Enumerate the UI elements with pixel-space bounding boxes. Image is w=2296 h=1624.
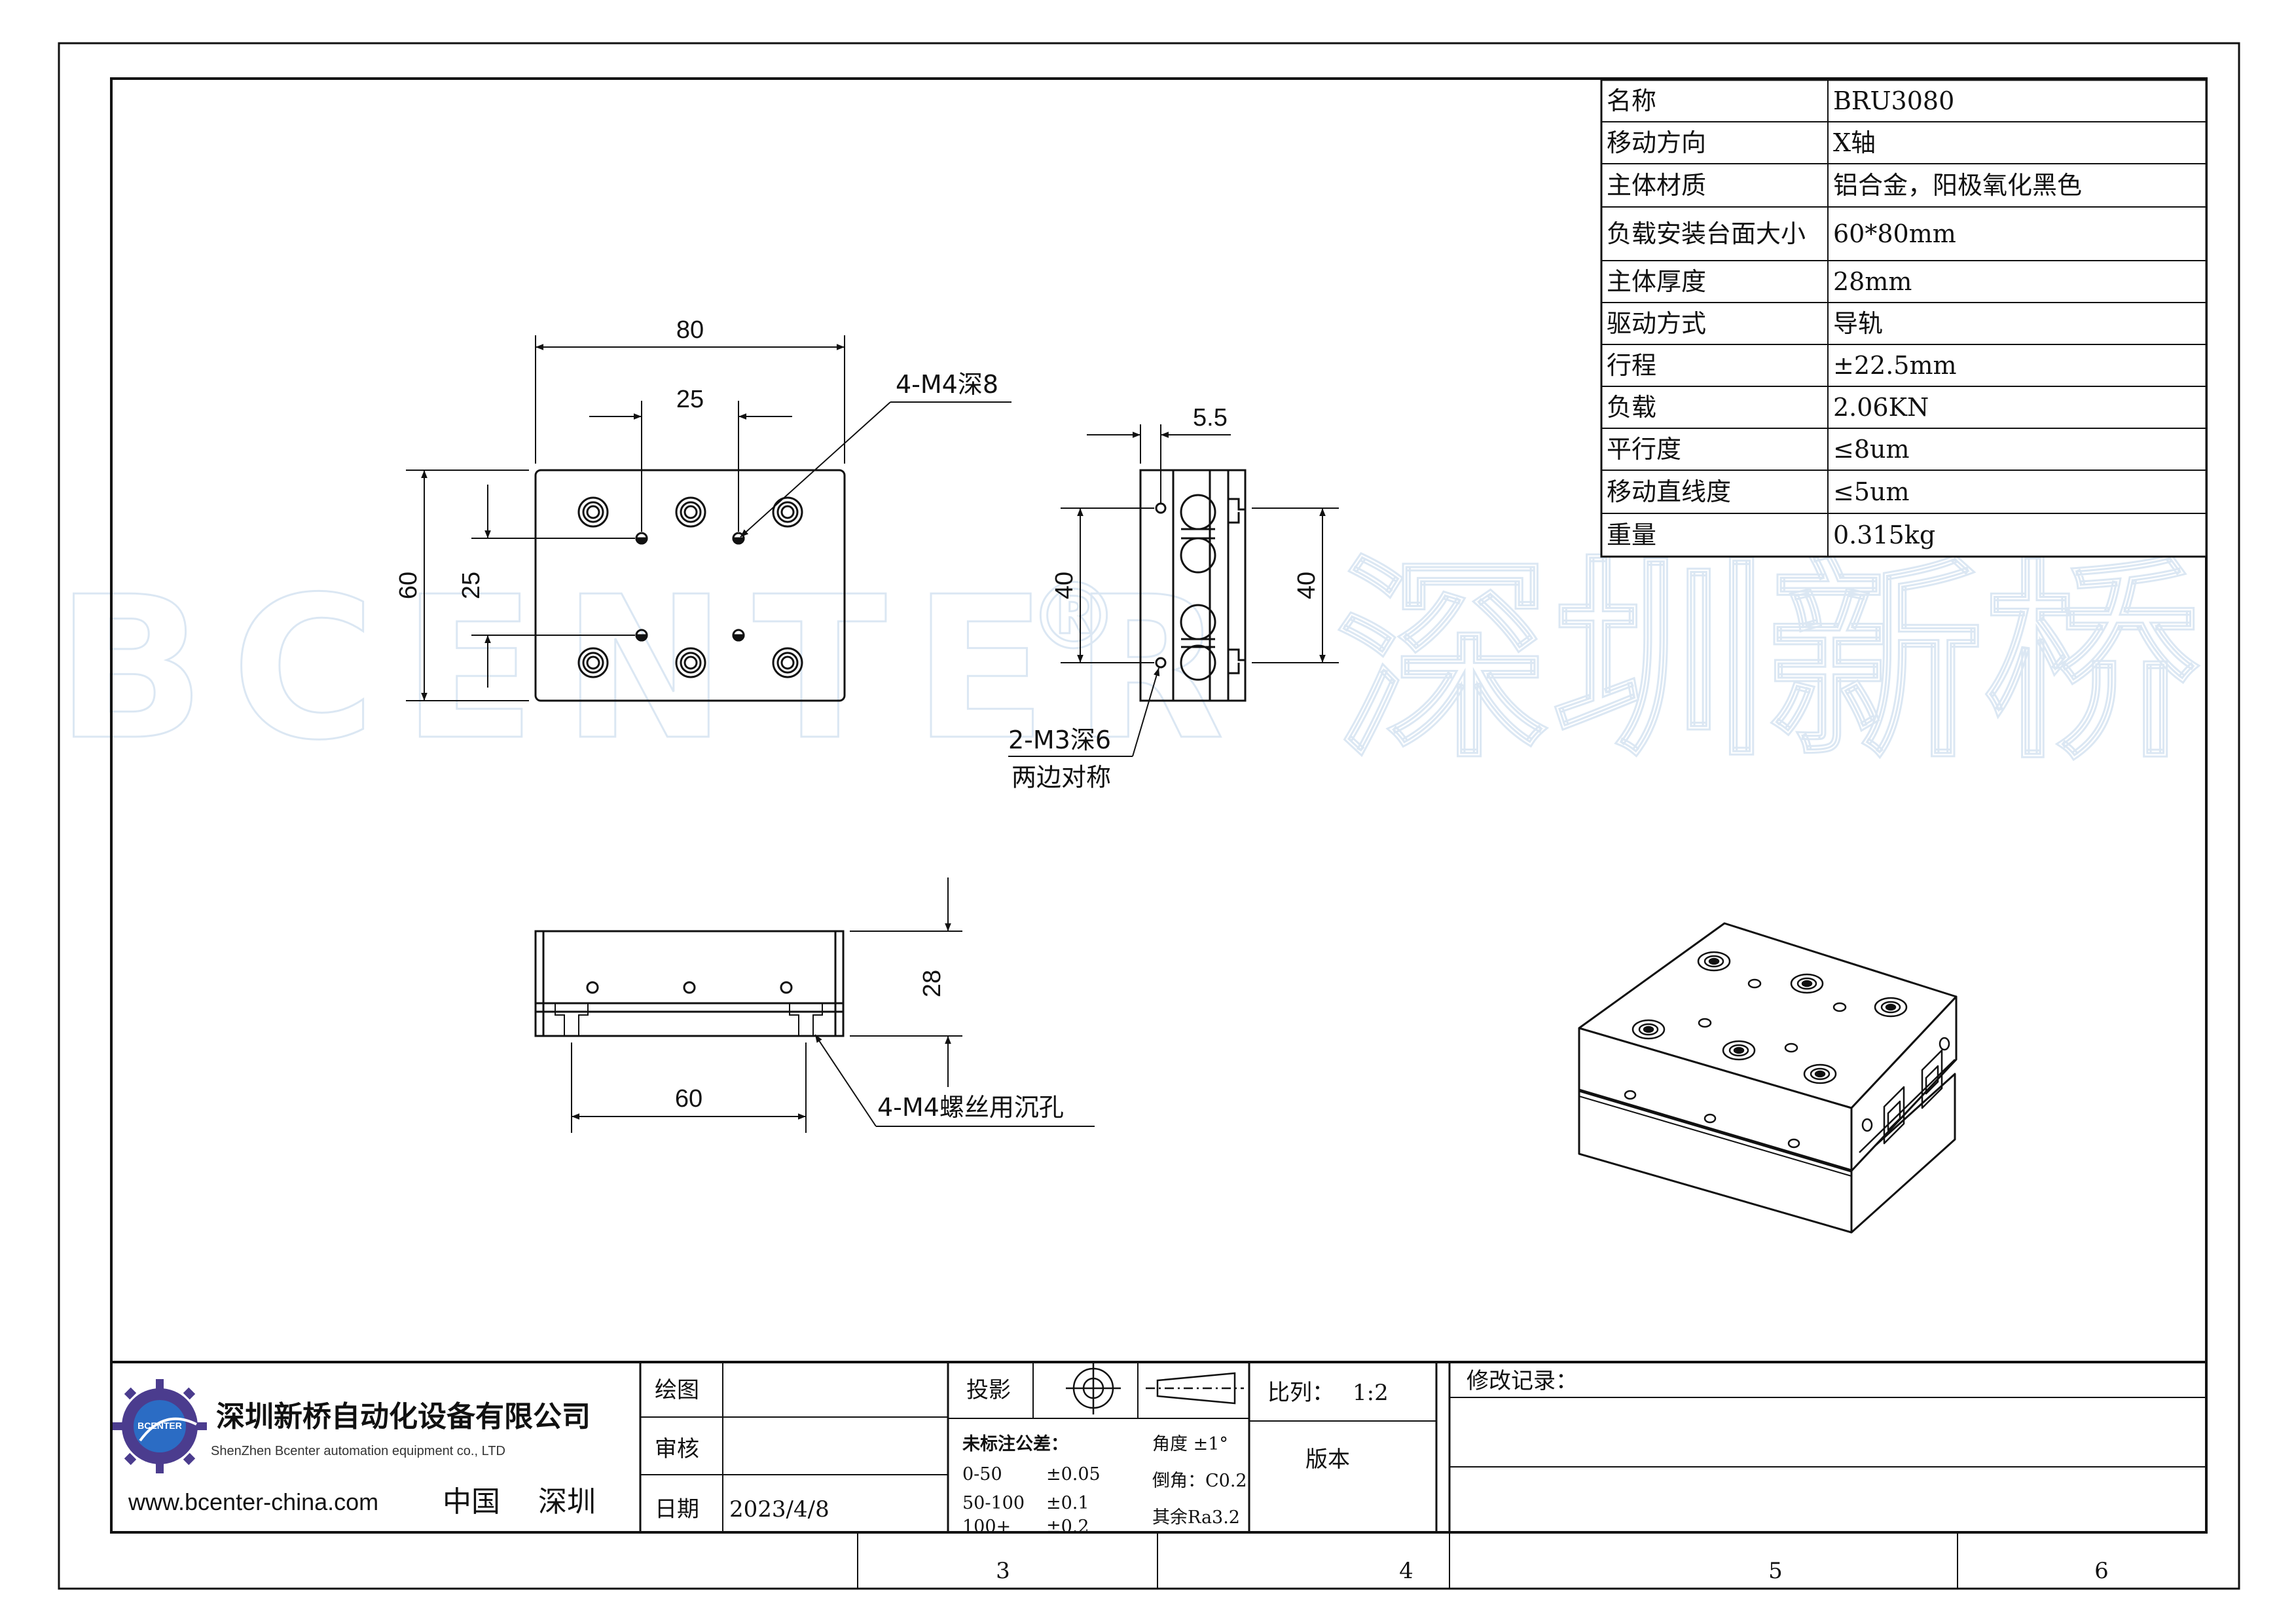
zone-4: 4 (1399, 1558, 1413, 1584)
dim-spacing-60: 60 (675, 1085, 702, 1113)
spec-row: 驱动方式 导轨 (1607, 309, 1883, 338)
dim-thickness-28: 28 (919, 970, 946, 997)
tol-value-0: ±0.05 (1046, 1464, 1101, 1485)
dim-hole-spacing-25: 25 (676, 386, 704, 413)
callout-symmetric: 两边对称 (1011, 763, 1111, 792)
dim-height-60: 60 (395, 572, 422, 599)
watermark-brand: BCENTER (56, 555, 1250, 783)
spec-label: 主体材质 (1607, 171, 1706, 200)
date-label: 日期 (655, 1496, 699, 1522)
spec-label: 负载 (1607, 393, 1656, 422)
logo-text: BCENTER (137, 1420, 182, 1431)
side-view (1008, 424, 1339, 757)
spec-label: 驱动方式 (1607, 309, 1706, 338)
spec-value: ≤8um (1833, 435, 1910, 464)
company-name-en: ShenZhen Bcenter automation equipment co… (211, 1444, 505, 1458)
watermark: BCENTER ® 深圳新桥 (55, 536, 2201, 789)
spec-row: 重量 0.315kg (1607, 521, 1935, 549)
angle-tolerance: 角度 ±1° (1152, 1434, 1228, 1454)
zone-5: 5 (1768, 1558, 1783, 1584)
front-view (534, 877, 1095, 1133)
dim-hole-vspacing-25: 25 (458, 572, 485, 599)
isometric-view (1578, 922, 1958, 1234)
date-value: 2023/4/8 (729, 1496, 829, 1522)
spec-label: 负载安装台面大小 (1607, 219, 1806, 248)
spec-label: 重量 (1607, 521, 1656, 549)
spec-label: 移动方向 (1607, 128, 1706, 157)
spec-value: 0.315kg (1833, 521, 1935, 549)
chamfer: 倒角：C0.2 (1152, 1471, 1247, 1491)
tol-range-1: 50-100 (962, 1493, 1025, 1513)
watermark-cn: 深圳新桥 (1336, 536, 2200, 788)
counterbore-holes (577, 496, 803, 678)
logo-cn: 新桥 (196, 1433, 215, 1445)
spec-value: 2.06KN (1833, 393, 1929, 422)
scale-label: 比列： (1267, 1380, 1334, 1406)
spec-row: 平行度 ≤8um (1607, 435, 1910, 464)
spec-table-frame (1600, 79, 2208, 558)
callout-m4-depth8: 4-M4深8 (896, 370, 998, 399)
spec-row: 名称 BRU3080 (1607, 86, 1954, 115)
spec-value: 导轨 (1833, 309, 1883, 338)
front-view-labels: 28 60 4-M4螺丝用沉孔 (675, 970, 1064, 1122)
top-view-labels: 80 25 60 25 4-M4深8 (395, 316, 998, 599)
dim-left-40: 40 (1051, 572, 1078, 599)
spec-row: 主体材质 铝合金，阳极氧化黑色 (1607, 171, 2082, 200)
revision-label: 修改记录： (1467, 1368, 1578, 1394)
watermark-registered: ® (1028, 564, 1120, 671)
spec-row: 负载安装台面大小 60*80mm (1607, 219, 1956, 248)
spec-value: BRU3080 (1833, 86, 1954, 115)
tol-range-2: 100+ (962, 1517, 1011, 1537)
spec-value: ≤5um (1833, 477, 1910, 506)
roughness: 其余Ra3.2 (1152, 1507, 1240, 1528)
spec-label: 主体厚度 (1607, 267, 1706, 296)
spec-label: 移动直线度 (1607, 477, 1731, 506)
spec-value: ±22.5mm (1833, 351, 1957, 380)
company-logo (113, 1379, 207, 1473)
website: www.bcenter-china.com (128, 1488, 378, 1515)
spec-value: 28mm (1833, 267, 1912, 296)
callout-m4-counterbore: 4-M4螺丝用沉孔 (877, 1093, 1064, 1122)
projection-label: 投影 (966, 1377, 1011, 1403)
company-name-cn: 深圳新桥自动化设备有限公司 (216, 1400, 591, 1433)
spec-label: 行程 (1607, 351, 1656, 380)
spec-row: 负载 2.06KN (1607, 393, 1929, 422)
tol-range-0: 0-50 (962, 1464, 1002, 1485)
callout-m3-depth6: 2-M3深6 (1008, 726, 1111, 754)
spec-value: 60*80mm (1833, 219, 1956, 248)
tol-value-1: ±0.1 (1046, 1493, 1089, 1513)
spec-value: X轴 (1833, 128, 1876, 157)
spec-label: 名称 (1607, 86, 1656, 115)
tolerance-title: 未标注公差： (962, 1433, 1068, 1454)
city: 深圳 (538, 1485, 596, 1519)
spec-value: 铝合金，阳极氧化黑色 (1833, 171, 2082, 200)
spec-row: 移动直线度 ≤5um (1607, 477, 1910, 506)
dim-width-80: 80 (676, 316, 704, 344)
spec-row: 行程 ±22.5mm (1607, 351, 1957, 380)
top-view (406, 335, 1011, 702)
title-block-text: BCENTER 新桥 深圳新桥自动化设备有限公司 ShenZhen Bcente… (128, 1368, 2109, 1584)
dim-right-40: 40 (1293, 572, 1321, 599)
spec-label: 平行度 (1607, 435, 1681, 464)
zone-6: 6 (2094, 1558, 2109, 1584)
country: 中国 (443, 1485, 500, 1519)
m4-holes (635, 532, 745, 642)
side-view-labels: 5.5 40 40 2-M3深6 两边对称 (1008, 404, 1321, 792)
dim-offset-5-5: 5.5 (1193, 404, 1228, 432)
tol-value-2: ±0.2 (1046, 1517, 1089, 1537)
scale-value: 1:2 (1353, 1380, 1389, 1406)
spec-row: 主体厚度 28mm (1607, 267, 1912, 296)
sheet-border (58, 42, 2240, 1590)
title-block (111, 1361, 2206, 1589)
draw-label: 绘图 (655, 1377, 699, 1403)
version-label: 版本 (1305, 1447, 1350, 1473)
spec-row: 移动方向 X轴 (1607, 128, 1876, 157)
zone-3: 3 (996, 1558, 1010, 1584)
review-label: 审核 (655, 1436, 699, 1462)
